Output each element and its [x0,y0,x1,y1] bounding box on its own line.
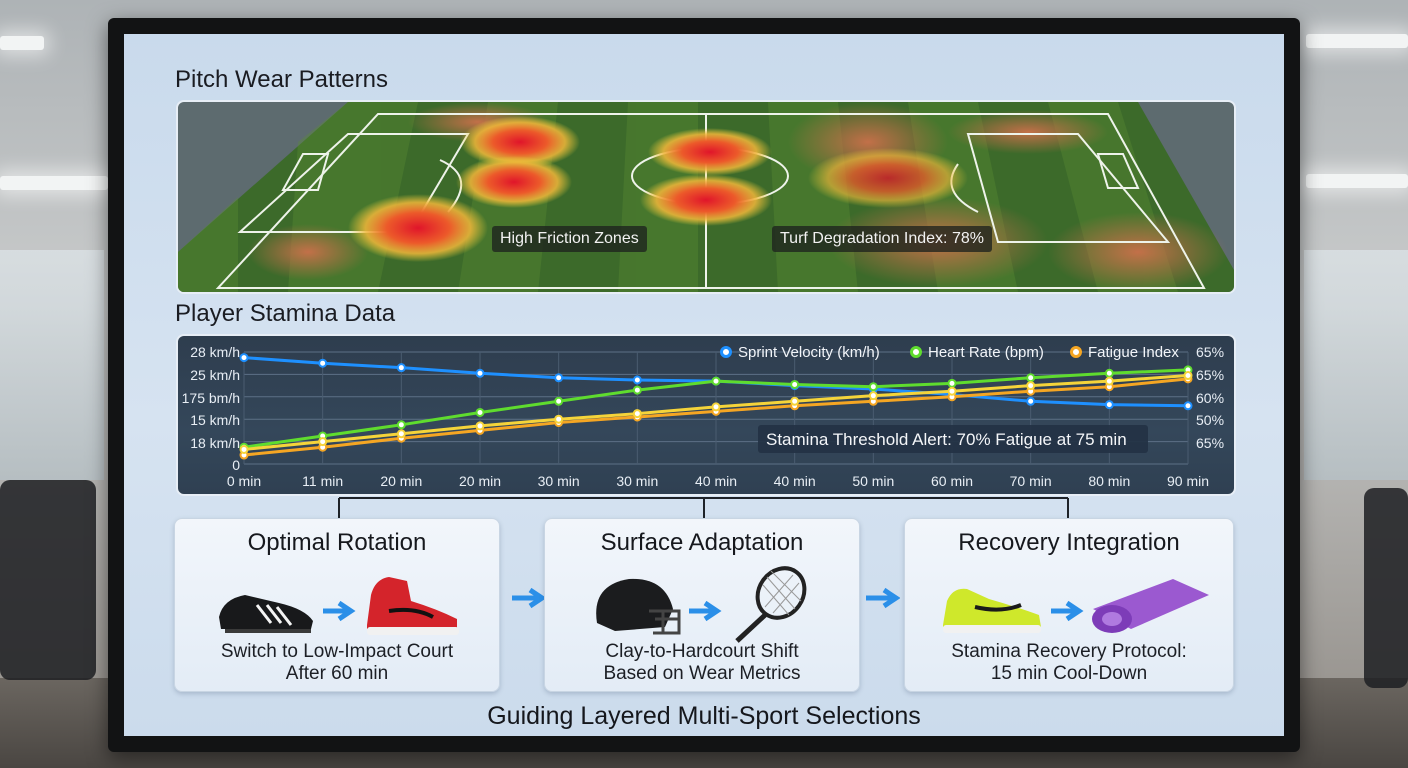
y-tick-label-right: 65% [1196,435,1224,451]
x-tick-label: 11 min [302,473,343,489]
x-tick-label: 90 min [1167,473,1209,489]
x-tick-label: 0 min [227,473,261,489]
dashboard-screen: Pitch Wear Patterns [124,34,1284,736]
data-point [239,353,249,363]
y-tick-label-right: 50% [1196,412,1224,428]
data-point [396,429,406,439]
y-tick-label: 18 km/h [190,435,240,451]
y-tick-label: 0 [232,457,240,473]
turf-degradation-label: Turf Degradation Index: 78% [772,226,992,252]
threshold-alert-annotation: Stamina Threshold Alert: 70% Fatigue at … [766,430,1127,449]
x-tick-label: 70 min [1010,473,1052,489]
y-tick-label-right: 65% [1196,367,1224,383]
data-point [554,396,564,406]
data-point [947,386,957,396]
y-tick-label: 25 km/h [190,367,240,383]
x-tick-label: 20 min [459,473,501,489]
data-point [554,373,564,383]
cleat-icon [219,595,313,633]
legend-label: Heart Rate (bpm) [928,344,1044,361]
data-point [554,414,564,424]
yoga-mat-icon [1092,579,1209,633]
card-desc-line: 15 min Cool-Down [990,663,1148,684]
card-desc-line: After 60 min [285,663,389,684]
x-tick-label: 30 min [538,473,580,489]
card-desc-line: Stamina Recovery Protocol: [951,641,1187,662]
helmet-icon [596,578,681,635]
card-desc-line: Based on Wear Metrics [603,663,801,684]
card-title: Surface Adaptation [600,529,804,556]
data-point [475,368,485,378]
data-point [868,382,878,392]
data-point [632,375,642,385]
y-tick-label: 15 km/h [190,412,240,428]
data-point [318,437,328,447]
running-shoe-icon [943,588,1041,633]
data-point [1104,368,1114,378]
legend-marker [910,346,922,358]
x-tick-label: 50 min [852,473,894,489]
data-point [1026,373,1036,383]
stamina-section-title: Player Stamina Data [175,300,396,327]
arrow-icon [866,587,900,609]
x-tick-label: 40 min [774,473,816,489]
data-point [711,402,721,412]
data-point [396,363,406,373]
data-point [1104,376,1114,386]
arrow-icon [512,587,546,609]
data-point [396,420,406,430]
x-tick-label: 30 min [616,473,658,489]
monitor: Pitch Wear Patterns [108,18,1300,752]
data-point [790,396,800,406]
card-recovery-integration[interactable]: Recovery Integration Stamina Recovery Pr… [904,518,1234,692]
y-tick-label: 28 km/h [190,344,240,360]
card-desc-line: Clay-to-Hardcourt Shift [605,641,799,662]
legend-label: Fatigue Index [1088,344,1179,361]
data-point [475,407,485,417]
card-surface-adaptation[interactable]: Surface Adaptation Clay-to-Hardcou [544,518,860,692]
data-point [1026,381,1036,391]
annotation-box [758,425,1148,453]
sneaker-icon [367,577,459,635]
y-tick-label-right: 60% [1196,390,1224,406]
data-point [318,358,328,368]
high-friction-label: High Friction Zones [492,226,647,252]
data-point [1183,371,1193,381]
y-tick-label: 175 bm/h [182,390,240,406]
data-point [947,378,957,388]
y-tick-label-right: 65% [1196,344,1224,360]
x-tick-label: 60 min [931,473,973,489]
legend-marker [720,346,732,358]
legend-marker [1070,346,1082,358]
legend-label: Sprint Velocity (km/h) [738,344,880,361]
stamina-chart[interactable]: 28 km/h 25 km/h 175 bm/h 15 km/h 18 km/h 0 65%… [176,334,1236,496]
x-tick-label: 20 min [380,473,422,489]
card-title: Optimal Rotation [247,529,427,556]
data-point [1183,401,1193,411]
data-point [790,379,800,389]
arrow-icon [1051,600,1084,622]
data-point [868,391,878,401]
data-point [475,421,485,431]
card-desc-line: Switch to Low-Impact Court [220,641,454,662]
x-tick-label: 40 min [695,473,737,489]
data-point [711,376,721,386]
arrow-icon [323,600,356,622]
data-point [1026,396,1036,406]
card-optimal-rotation[interactable]: Optimal Rotation Switch to Low-Impact Co… [174,518,500,692]
flow-connector [338,497,1069,518]
data-point [632,385,642,395]
pitch-heatmap[interactable]: High Friction Zones Turf Degradation Ind… [176,100,1236,294]
arrow-icon [689,600,722,622]
pitch-section-title: Pitch Wear Patterns [175,66,388,93]
data-point [239,444,249,454]
footer-title: Guiding Layered Multi-Sport Selections [487,702,921,730]
data-point [1104,400,1114,410]
card-title: Recovery Integration [958,529,1180,556]
tennis-racket-icon [735,566,807,643]
data-point [632,409,642,419]
x-tick-label: 80 min [1088,473,1130,489]
